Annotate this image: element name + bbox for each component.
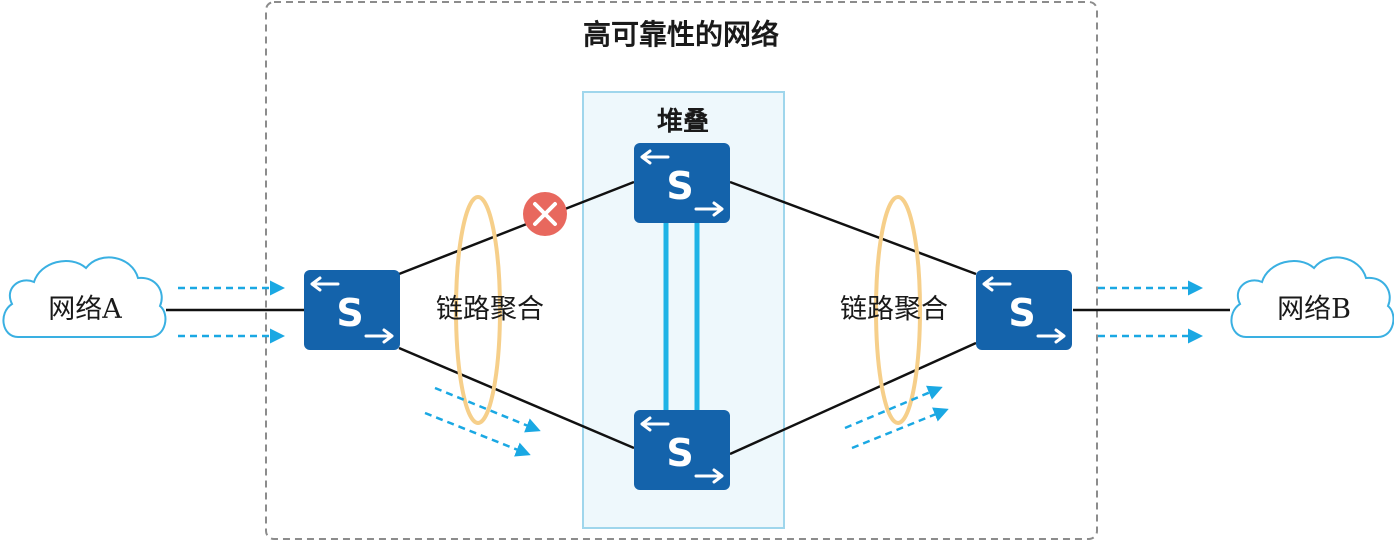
svg-text:S: S (1008, 291, 1035, 335)
cloud-icon (1230, 256, 1394, 338)
traffic-arrow-left-diag-2 (424, 411, 531, 457)
reliable-network-boundary (265, 1, 1098, 540)
link-aggregation-label-right: 链路聚合 (840, 294, 948, 325)
link-aggregation-ring-left (454, 195, 502, 425)
link-left-switch-to-top-stack-switch (398, 180, 635, 276)
switch-icon (634, 410, 730, 490)
stack-label: 堆叠 (657, 107, 709, 137)
switch-icon (976, 270, 1072, 350)
link-left-switch-to-bottom-stack-switch (398, 346, 635, 450)
link-aggregation-ring-right (874, 195, 922, 425)
switch-left: S (304, 270, 400, 350)
network-b-cloud: 网络B (1230, 256, 1394, 338)
traffic-arrow-right-diag-1 (844, 385, 943, 430)
switch-stack-top: S (634, 143, 730, 223)
network-a-label: 网络A (48, 294, 122, 325)
link-bottom-stack-switch-to-right-switch (729, 341, 977, 456)
physical-links (166, 180, 1230, 456)
svg-text:S: S (666, 431, 693, 475)
traffic-arrows (178, 280, 1203, 457)
svg-text:S: S (666, 164, 693, 208)
link-aggregation-label-left: 链路聚合 (436, 294, 544, 325)
cloud-icon (2, 256, 167, 338)
svg-text:S: S (336, 291, 363, 335)
switch-icon (634, 143, 730, 223)
traffic-arrow-right-diag-2 (851, 407, 949, 450)
network-b-label: 网络B (1277, 294, 1351, 325)
link-top-stack-switch-to-right-switch (729, 180, 977, 276)
link-fault-icon (523, 192, 567, 236)
switch-stack-bottom: S (634, 410, 730, 490)
diagram-title: 高可靠性的网络 (583, 18, 779, 51)
switch-right: S (976, 270, 1072, 350)
traffic-arrow-left-diag-1 (434, 386, 541, 433)
network-a-cloud: 网络A (2, 256, 167, 338)
switch-icon (304, 270, 400, 350)
stack-links (663, 222, 700, 411)
